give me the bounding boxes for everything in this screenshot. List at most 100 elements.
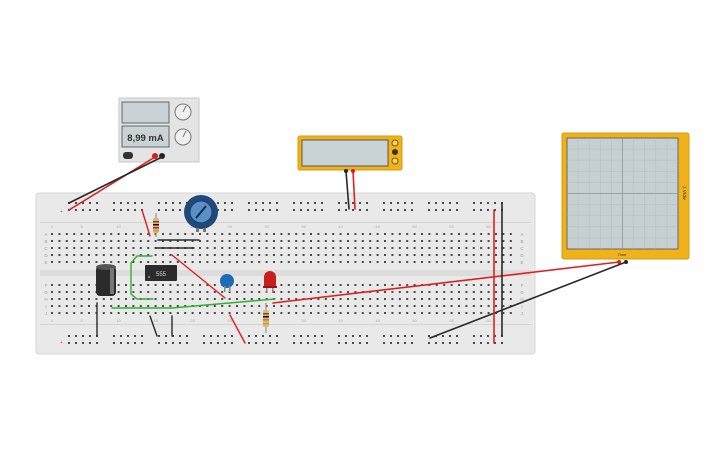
breadboard-hole[interactable] xyxy=(435,209,437,211)
breadboard-hole[interactable] xyxy=(243,233,246,235)
breadboard-hole[interactable] xyxy=(110,247,113,249)
breadboard-hole[interactable] xyxy=(158,209,160,211)
breadboard-hole[interactable] xyxy=(347,305,349,307)
breadboard-hole[interactable] xyxy=(120,342,122,344)
breadboard-hole[interactable] xyxy=(154,305,157,307)
breadboard-hole[interactable] xyxy=(339,284,342,286)
breadboard-hole[interactable] xyxy=(495,247,497,249)
breadboard-hole[interactable] xyxy=(428,247,431,249)
breadboard-hole[interactable] xyxy=(458,254,460,256)
breadboard-hole[interactable] xyxy=(154,254,157,256)
breadboard-hole[interactable] xyxy=(96,202,98,204)
breadboard-hole[interactable] xyxy=(339,305,342,307)
breadboard-hole[interactable] xyxy=(75,342,77,344)
breadboard-hole[interactable] xyxy=(458,291,460,293)
breadboard-hole[interactable] xyxy=(88,261,90,263)
breadboard-hole[interactable] xyxy=(406,305,409,307)
breadboard-hole[interactable] xyxy=(217,342,219,344)
breadboard-hole[interactable] xyxy=(376,284,379,286)
breadboard-hole[interactable] xyxy=(273,247,275,249)
breadboard-hole[interactable] xyxy=(317,233,320,235)
breadboard-hole[interactable] xyxy=(248,209,250,211)
breadboard-hole[interactable] xyxy=(369,247,372,249)
breadboard-hole[interactable] xyxy=(352,335,354,337)
breadboard-hole[interactable] xyxy=(376,254,379,256)
breadboard-hole[interactable] xyxy=(125,254,127,256)
breadboard-hole[interactable] xyxy=(120,209,122,211)
breadboard-hole[interactable] xyxy=(428,240,431,242)
breadboard-hole[interactable] xyxy=(95,247,98,249)
breadboard-hole[interactable] xyxy=(338,342,340,344)
breadboard-hole[interactable] xyxy=(127,342,129,344)
breadboard-hole[interactable] xyxy=(117,305,120,307)
breadboard-hole[interactable] xyxy=(428,342,430,344)
breadboard-hole[interactable] xyxy=(450,261,453,263)
breadboard-hole[interactable] xyxy=(162,284,164,286)
breadboard-hole[interactable] xyxy=(102,247,105,249)
breadboard-hole[interactable] xyxy=(154,298,157,300)
breadboard-hole[interactable] xyxy=(443,233,446,235)
breadboard-hole[interactable] xyxy=(495,291,497,293)
breadboard-hole[interactable] xyxy=(480,233,483,235)
breadboard-hole[interactable] xyxy=(199,240,201,242)
breadboard-hole[interactable] xyxy=(213,254,216,256)
breadboard-hole[interactable] xyxy=(473,209,475,211)
breadboard-hole[interactable] xyxy=(472,291,475,293)
breadboard-hole[interactable] xyxy=(397,202,399,204)
breadboard-hole[interactable] xyxy=(376,261,379,263)
breadboard-hole[interactable] xyxy=(95,261,98,263)
breadboard-hole[interactable] xyxy=(487,240,490,242)
breadboard-hole[interactable] xyxy=(169,305,172,307)
breadboard-hole[interactable] xyxy=(228,305,231,307)
breadboard-hole[interactable] xyxy=(473,335,475,337)
resistor-top[interactable] xyxy=(153,213,159,237)
breadboard-hole[interactable] xyxy=(273,312,275,314)
breadboard-hole[interactable] xyxy=(110,305,113,307)
breadboard-hole[interactable] xyxy=(428,254,431,256)
breadboard-hole[interactable] xyxy=(502,312,505,314)
breadboard-hole[interactable] xyxy=(236,284,238,286)
breadboard-hole[interactable] xyxy=(502,247,505,249)
breadboard-hole[interactable] xyxy=(384,305,386,307)
breadboard-hole[interactable] xyxy=(169,240,172,242)
breadboard-hole[interactable] xyxy=(411,209,413,211)
breadboard-hole[interactable] xyxy=(411,202,413,204)
breadboard-hole[interactable] xyxy=(199,312,201,314)
breadboard-hole[interactable] xyxy=(110,312,113,314)
breadboard-hole[interactable] xyxy=(472,298,475,300)
breadboard-hole[interactable] xyxy=(147,291,150,293)
breadboard-hole[interactable] xyxy=(406,261,409,263)
breadboard-hole[interactable] xyxy=(435,261,438,263)
power-switch[interactable] xyxy=(123,152,133,159)
breadboard-hole[interactable] xyxy=(300,209,302,211)
breadboard-hole[interactable] xyxy=(113,202,115,204)
breadboard-hole[interactable] xyxy=(258,305,261,307)
breadboard-hole[interactable] xyxy=(347,254,349,256)
breadboard-hole[interactable] xyxy=(65,233,68,235)
breadboard-hole[interactable] xyxy=(376,233,379,235)
breadboard-hole[interactable] xyxy=(458,284,460,286)
breadboard-hole[interactable] xyxy=(339,261,342,263)
breadboard-hole[interactable] xyxy=(310,254,312,256)
breadboard-hole[interactable] xyxy=(125,305,127,307)
breadboard-hole[interactable] xyxy=(139,312,142,314)
breadboard-hole[interactable] xyxy=(376,291,379,293)
breadboard-hole[interactable] xyxy=(262,202,264,204)
breadboard-hole[interactable] xyxy=(361,312,364,314)
breadboard-hole[interactable] xyxy=(110,240,113,242)
breadboard-hole[interactable] xyxy=(413,254,416,256)
breadboard-hole[interactable] xyxy=(391,291,394,293)
breadboard-hole[interactable] xyxy=(384,254,386,256)
breadboard-hole[interactable] xyxy=(376,305,379,307)
breadboard-hole[interactable] xyxy=(117,284,120,286)
breadboard-hole[interactable] xyxy=(125,247,127,249)
breadboard-hole[interactable] xyxy=(58,261,61,263)
breadboard-hole[interactable] xyxy=(82,202,84,204)
breadboard-hole[interactable] xyxy=(332,254,335,256)
breadboard-hole[interactable] xyxy=(265,261,268,263)
breadboard-hole[interactable] xyxy=(236,312,238,314)
breadboard-hole[interactable] xyxy=(398,233,401,235)
breadboard-hole[interactable] xyxy=(324,261,327,263)
breadboard-hole[interactable] xyxy=(269,335,271,337)
breadboard-hole[interactable] xyxy=(352,202,354,204)
